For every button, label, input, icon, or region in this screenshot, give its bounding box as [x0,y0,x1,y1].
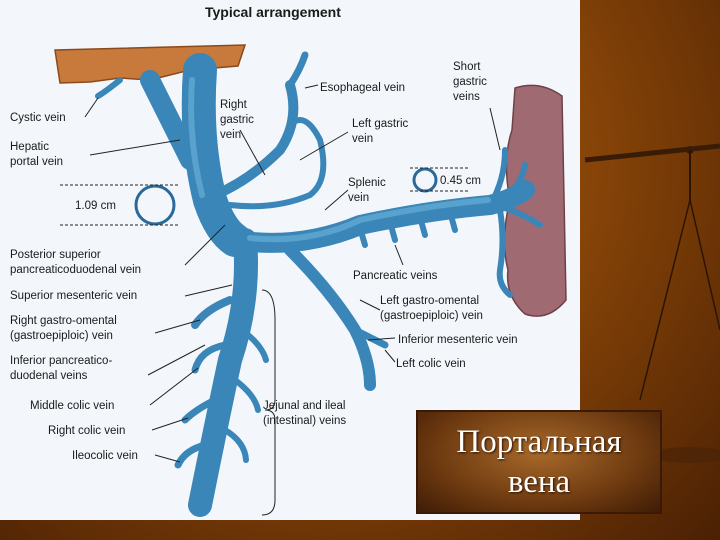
label-splenic-2: vein [348,192,369,204]
caption-line-2: вена [507,464,571,500]
leader-lines [84,84,501,516]
splenic-diameter-circle [412,167,438,193]
figure-title: Typical arrangement [205,4,341,20]
caption-line-1: Портальная [456,424,622,460]
label-left-gastric-2: vein [352,133,373,145]
hepatic-portal-vein [181,53,252,257]
caption-box: Портальная вена [416,410,662,514]
portal-branch-right [140,70,200,170]
label-jejunal-1: Jejunal and ileal [263,400,345,412]
splenic-branch-lower [502,205,543,228]
label-short-gastric-2: gastric [453,76,487,88]
label-short-gastric-1: Short [453,61,481,73]
right-gastric-vein [227,117,327,210]
label-portal-diameter: 1.09 cm [75,200,116,212]
portal-highlight [188,77,205,198]
hepatic-portal-vein-diagram: Typical arrangement [10,4,567,517]
label-inferior-mesenteric-vein: Inferior mesenteric vein [398,334,518,346]
esophageal-vein [286,51,309,89]
ileocolic-vein [174,441,209,469]
label-esophageal-vein: Esophageal vein [320,82,405,94]
jejunal-vein-1 [239,327,269,363]
label-right-go-1: Right gastro-omental [10,315,117,327]
spleen-shape [503,84,567,317]
cystic-vein [95,77,123,99]
label-pancreatic-veins: Pancreatic veins [353,270,438,282]
left-colic-vein [351,326,389,349]
label-right-gastric-1: Right [220,99,248,111]
label-superior-mesenteric-vein: Superior mesenteric vein [10,290,137,302]
pancreatic-vein-4 [447,209,458,233]
jejunal-vein-2 [232,377,261,413]
label-left-go-1: Left gastro-omental [380,295,479,307]
dimension-lines [60,167,470,226]
label-left-gastric-1: Left gastric [352,118,408,130]
label-middle-colic-vein: Middle colic vein [30,400,114,412]
label-splenic-diameter: 0.45 cm [440,175,481,187]
label-hepatic-portal-1: Hepatic [10,141,49,153]
label-right-go-2: (gastroepiploic) vein [10,330,113,342]
label-ileocolic-vein: Ileocolic vein [72,450,138,462]
label-inf-pancreatico-1: Inferior pancreatico- [10,355,112,367]
label-post-sup-1: Posterior superior [10,249,101,261]
inferior-mesenteric-vein [284,244,376,391]
short-gastric-vein-1 [487,147,508,208]
superior-mesenteric-vein [188,228,258,517]
label-short-gastric-3: veins [453,91,480,103]
portal-diameter-circle [134,184,176,226]
splenic-highlight [247,197,491,243]
label-hepatic-portal-2: portal vein [10,156,63,168]
left-gastro-omental-vein [496,207,513,298]
label-left-go-2: (gastroepiploic) vein [380,310,483,322]
left-gastric-vein [210,80,299,200]
vein-highlights [188,77,491,243]
label-jejunal-2: (intestinal) veins [263,415,346,427]
label-right-gastric-2: gastric [220,114,254,126]
label-splenic-1: Splenic [348,177,386,189]
pancreatic-vein-2 [387,219,398,243]
pancreatic-vein-3 [417,214,428,238]
label-cystic-vein: Cystic vein [10,112,66,124]
label-right-colic-vein: Right colic vein [48,425,125,437]
jejunal-vein-3 [222,427,249,463]
short-gastric-vein-2 [497,162,528,203]
middle-colic-vein [191,341,229,374]
right-gastro-omental-vein [191,296,234,329]
label-post-sup-2: pancreaticoduodenal vein [10,264,141,276]
label-inf-pancreatico-2: duodenal veins [10,370,88,382]
pancreatic-vein-1 [357,225,368,248]
label-left-colic-vein: Left colic vein [396,358,466,370]
label-right-gastric-3: vein [220,129,241,141]
vein-network [95,51,543,517]
